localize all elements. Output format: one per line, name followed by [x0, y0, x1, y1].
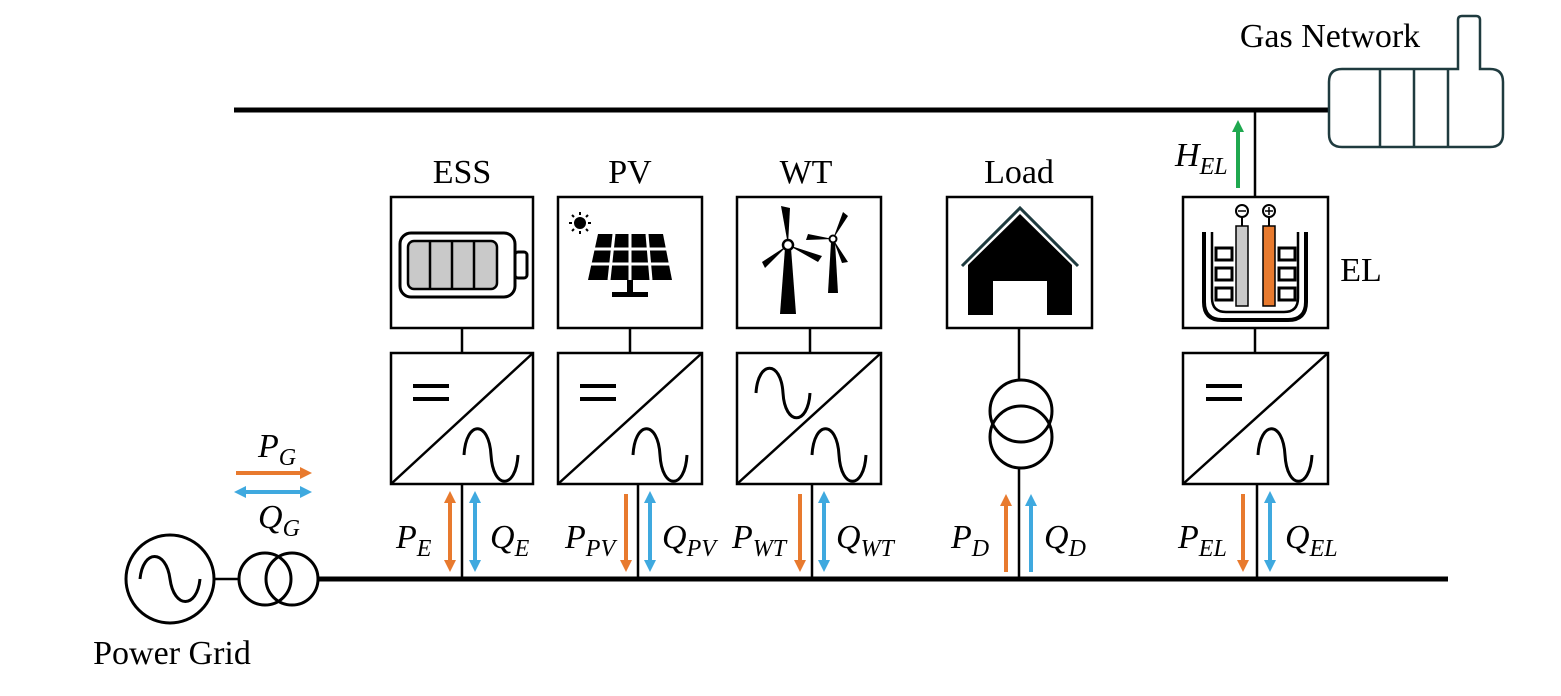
pg-label: PG: [257, 428, 296, 471]
transformer-icon: [237, 551, 320, 607]
dc-ac-converter-icon: [1181, 351, 1330, 486]
power-grid-label: Power Grid: [93, 635, 251, 672]
battery-icon: [398, 231, 529, 299]
qel-label: QEL: [1285, 519, 1338, 562]
sun-icon: [569, 212, 591, 234]
qd-label: QD: [1044, 519, 1086, 562]
qpv-label: QPV: [662, 519, 718, 562]
load-label: Load: [984, 154, 1054, 191]
wt-box: [735, 195, 883, 330]
el-label: EL: [1340, 252, 1382, 289]
ess-label: ESS: [433, 154, 492, 191]
electrolyzer-icon: [1202, 204, 1308, 322]
qwt-label: QWT: [836, 519, 896, 562]
house-icon: [960, 205, 1080, 315]
dc-ac-converter-icon: [556, 351, 704, 486]
pv-label: PV: [608, 154, 652, 191]
wind-turbine-icon: [762, 206, 848, 314]
hel-label: HEL: [1174, 137, 1228, 180]
ac-generator-icon: [124, 533, 216, 625]
dc-ac-converter-icon: [389, 351, 535, 486]
pwt-label: PWT: [731, 519, 788, 562]
pe-label: PE: [395, 519, 432, 562]
gas-tank-icon: [1327, 14, 1505, 149]
pel-label: PEL: [1177, 519, 1227, 562]
transformer-icon: [988, 378, 1054, 470]
solar-panel-icon: [569, 212, 672, 297]
ppv-label: PPV: [564, 519, 617, 562]
qg-label: QG: [258, 499, 300, 542]
qe-label: QE: [490, 519, 530, 562]
pd-label: PD: [950, 519, 989, 562]
wt-label: WT: [780, 154, 833, 191]
gas-network-label: Gas Network: [1240, 18, 1420, 55]
ac-ac-converter-icon: [735, 351, 883, 486]
